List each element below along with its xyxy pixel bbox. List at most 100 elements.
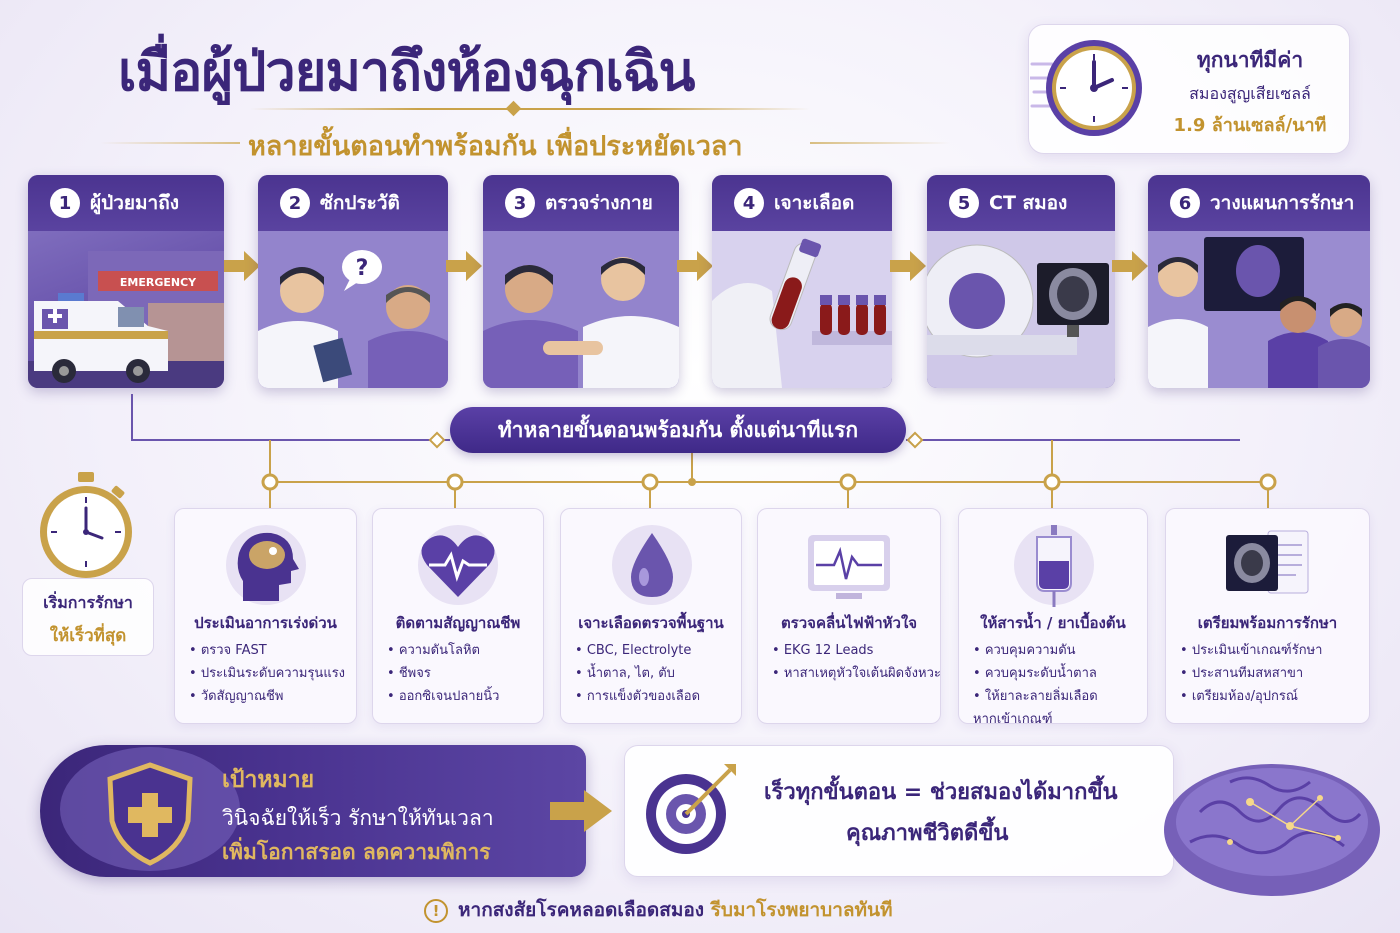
list-item: ประเมินระดับความรุนแรง [189, 662, 348, 685]
info-card-list: ตรวจ FAST ประเมินระดับความรุนแรง วัดสัญญ… [189, 639, 348, 708]
result-line-quality-of-life: คุณภาพชีวิตดีขึ้น [846, 821, 1009, 846]
brain-head-icon [226, 525, 306, 605]
step-number: 1 [50, 188, 80, 218]
arrow-right-icon [890, 251, 926, 281]
warning-icon: ! [424, 898, 448, 923]
step-label: ตรวจร่างกาย [545, 192, 653, 214]
list-item: ความดันโลหิต [387, 639, 535, 662]
question-mark-icon: ? [356, 256, 369, 281]
list-item: ออกซิเจนปลายนิ้ว [387, 685, 535, 708]
step-number: 4 [734, 188, 764, 218]
list-item: ตรวจ FAST [189, 639, 348, 662]
list-item: การแข็งตัวของเลือด [575, 685, 733, 708]
list-item: ควบคุมความดัน [973, 639, 1139, 662]
info-card-treatment-prep: เตรียมพร้อมการรักษา ประเมินเข้าเกณฑ์รักษ… [1165, 508, 1370, 724]
every-minute-heading: ทุกนาทีมีค่า [1196, 48, 1304, 72]
arrow-right-icon [224, 251, 260, 281]
info-card-title: ตรวจคลื่นไฟฟ้าหัวใจ [780, 614, 918, 632]
stopwatch-icon [40, 472, 132, 578]
clock-icon [1030, 40, 1142, 136]
start-treatment-text: เริ่มการรักษา [43, 593, 133, 612]
info-card-urgent-assessment: ประเมินอาการเร่งด่วน ตรวจ FAST ประเมินระ… [174, 508, 357, 724]
info-card-title: เจาะเลือดตรวจพื้นฐาน [578, 614, 724, 632]
step-card-1: 1 ผู้ป่วยมาถึง EMERGENCY [28, 175, 224, 388]
page-title: เมื่อผู้ป่วยมาถึงห้องฉุกเฉิน [118, 40, 695, 103]
info-card-basic-blood-test: เจาะเลือดตรวจพื้นฐาน CBC, Electrolyte น้… [560, 508, 742, 724]
blood-draw-illustration [712, 231, 892, 388]
info-card-list: ประเมินเข้าเกณฑ์รักษา ประสานทีมสหสาขา เต… [1180, 639, 1361, 708]
glowing-brain-icon [1164, 764, 1380, 896]
step-number: 3 [505, 188, 535, 218]
goal-line-diagnose: วินิจฉัยให้เร็ว รักษาให้ทันเวลา [222, 806, 494, 830]
emergency-sign: EMERGENCY [120, 276, 197, 289]
info-card-list: ควบคุมความดัน ควบคุมระดับน้ำตาล ให้ยาละล… [973, 639, 1139, 731]
step-label: เจาะเลือด [774, 192, 855, 214]
subtitle-divider-left [100, 142, 240, 144]
brain-shield-icon [60, 747, 240, 871]
list-item: ควบคุมระดับน้ำตาล [973, 662, 1139, 685]
start-treatment-box: เริ่มการรักษา ให้เร็วที่สุด [22, 578, 154, 656]
cell-loss-rate: 1.9 ล้านเซลล์/นาที [1173, 115, 1327, 136]
arrow-right-icon [1112, 251, 1148, 281]
info-card-title: ประเมินอาการเร่งด่วน [194, 614, 337, 632]
brain-scan-report-icon [1226, 530, 1309, 594]
page-subtitle: หลายขั้นตอนทำพร้อมกัน เพื่อประหยัดเวลา [248, 131, 743, 162]
arrow-right-icon [677, 251, 713, 281]
title-divider [250, 108, 810, 110]
step-number: 6 [1170, 188, 1200, 218]
info-card-list: CBC, Electrolyte น้ำตาล, ไต, ตับ การแข็ง… [575, 639, 733, 708]
list-item: เตรียมห้อง/อุปกรณ์ [1180, 685, 1361, 708]
info-card-ekg: ตรวจคลื่นไฟฟ้าหัวใจ EKG 12 Leads หาสาเหต… [757, 508, 941, 724]
info-card-vital-signs: ติดตามสัญญาณชีพ ความดันโลหิต ชีพจร ออกซิ… [372, 508, 544, 724]
arrow-right-icon [446, 251, 482, 281]
step-card-2: 2 ซักประวัติ ? [258, 175, 448, 388]
info-card-title: ติดตามสัญญาณชีพ [395, 614, 521, 632]
physical-exam-illustration [483, 231, 679, 388]
step-card-3: 3 ตรวจร่างกาย [483, 175, 679, 388]
footer-warning: !หากสงสัยโรคหลอดเลือดสมอง รีบมาโรงพยาบาล… [424, 895, 1064, 925]
parallel-steps-banner: ทำหลายขั้นตอนพร้อมกัน ตั้งแต่นาทีแรก [450, 407, 906, 453]
list-item: EKG 12 Leads [772, 639, 932, 662]
step-card-5: 5 CT สมอง [927, 175, 1115, 388]
step-card-4: 4 เจาะเลือด [712, 175, 892, 388]
footer-warning-text: หากสงสัยโรคหลอดเลือดสมอง [458, 899, 705, 921]
list-item: น้ำตาล, ไต, ตับ [575, 662, 733, 685]
result-line-faster: เร็วทุกขั้นตอน = ช่วยสมองได้มากขึ้น [764, 780, 1118, 805]
history-taking-illustration: ? [258, 231, 448, 388]
list-item: CBC, Electrolyte [575, 639, 733, 662]
list-item: ให้ยาละลายลิ่มเลือด [973, 685, 1139, 708]
goal-line-survival: เพิ่มโอกาสรอด ลดความพิการ [222, 840, 491, 864]
step-label: ผู้ป่วยมาถึง [90, 192, 179, 214]
subtitle-divider-right [810, 142, 950, 144]
info-card-title: เตรียมพร้อมการรักษา [1197, 614, 1338, 632]
info-card-title: ให้สารน้ำ / ยาเบื้องต้น [980, 614, 1126, 632]
as-fast-as-possible-text: ให้เร็วที่สุด [49, 626, 127, 646]
parallel-timeline [131, 394, 1277, 508]
goal-banner [40, 745, 586, 877]
ambulance-illustration: EMERGENCY [28, 251, 224, 388]
iv-bag-icon [1014, 525, 1094, 607]
list-item: วัดสัญญาณชีพ [189, 685, 348, 708]
list-item-continued: หากเข้าเกณฑ์ [973, 712, 1053, 727]
step-label: CT สมอง [989, 192, 1068, 214]
list-item: ประสานทีมสหสาขา [1180, 662, 1361, 685]
step-label: วางแผนการรักษา [1210, 192, 1355, 214]
info-card-fluids-medication: ให้สารน้ำ / ยาเบื้องต้น ควบคุมความดัน คว… [958, 508, 1148, 727]
heart-pulse-icon [418, 525, 498, 605]
list-item: ประเมินเข้าเกณฑ์รักษา [1180, 639, 1361, 662]
info-card-list: ความดันโลหิต ชีพจร ออกซิเจนปลายนิ้ว [387, 639, 535, 708]
ekg-monitor-icon [808, 535, 890, 599]
step-number: 5 [949, 188, 979, 218]
info-card-list: EKG 12 Leads หาสาเหตุหัวใจเต้นผิดจังหวะ [772, 639, 941, 685]
treatment-plan-illustration [1148, 231, 1370, 388]
brain-cell-loss-text: สมองสูญเสียเซลล์ [1189, 84, 1311, 103]
target-icon [646, 764, 736, 854]
ct-scanner-illustration [927, 231, 1115, 388]
list-item: ชีพจร [387, 662, 535, 685]
step-number: 2 [280, 188, 310, 218]
step-label: ซักประวัติ [320, 192, 400, 214]
arrow-right-icon [550, 790, 612, 832]
step-card-6: 6 วางแผนการรักษา [1148, 175, 1370, 388]
list-item: หาสาเหตุหัวใจเต้นผิดจังหวะ [772, 662, 941, 685]
blood-drop-icon [612, 525, 692, 605]
